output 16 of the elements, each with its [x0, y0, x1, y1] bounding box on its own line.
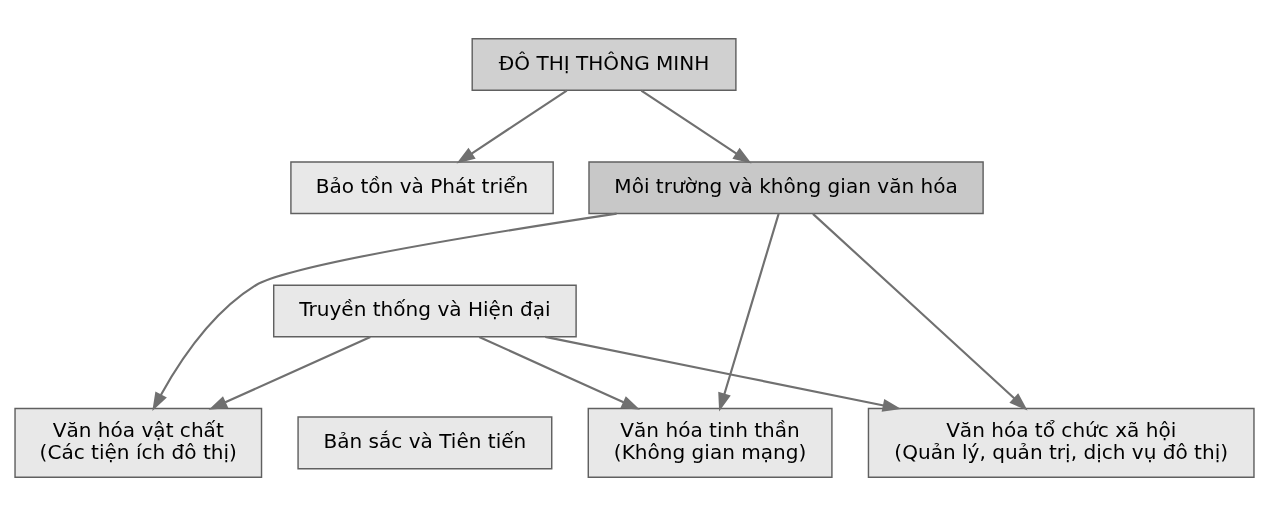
arrow: [718, 213, 780, 411]
arrow: [478, 335, 641, 410]
arrow: [208, 335, 371, 410]
node-box: Văn hóa vật chất (Các tiện ích đô thị): [14, 407, 263, 478]
node-box: ĐÔ THỊ THÔNG MINH: [471, 37, 737, 91]
arrow: [812, 212, 1028, 411]
arrow: [152, 212, 617, 411]
node-box: Văn hóa tổ chức xã hội (Quản lý, quản trị, dịch vụ đô thị): [867, 407, 1255, 478]
node-box: Truyền thống và Hiện đại: [273, 284, 577, 338]
arrow: [640, 89, 752, 163]
node-box: Bản sắc và Tiên tiến: [297, 415, 553, 469]
node-box: Môi trường và không gian văn hóa: [588, 160, 984, 214]
node-box: Văn hóa tinh thần (Không gian mạng): [587, 407, 833, 478]
node-box: Bảo tồn và Phát triển: [290, 160, 554, 214]
arrow: [456, 89, 568, 163]
arrow: [545, 335, 902, 412]
